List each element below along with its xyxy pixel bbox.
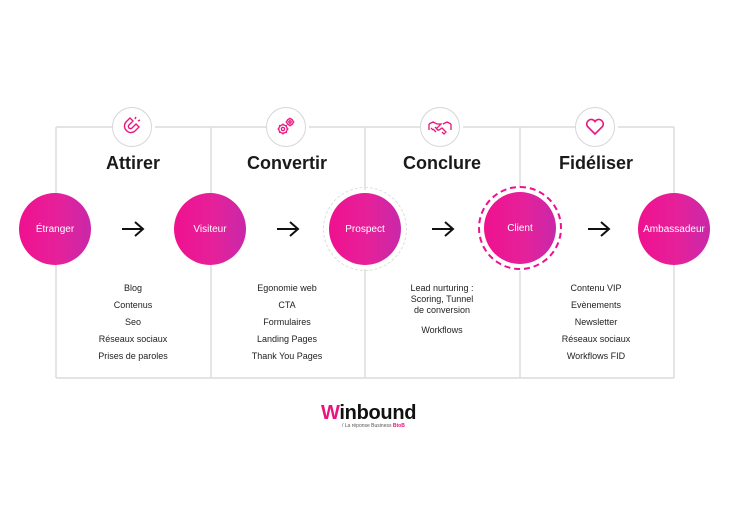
stage-title-fideliser: Fidéliser [558,153,634,173]
list-fideliser: Contenu VIP Evènements Newsletter Réseau… [521,280,671,365]
list-item: Egonomie web [257,283,317,293]
list-item: Scoring, Tunnel [410,294,474,304]
list-item: Seo [124,317,141,327]
list-item: Réseaux sociaux [561,334,631,344]
node-etranger: Étranger [19,193,91,265]
arrow-right-icon [432,221,455,237]
node-label: Client [507,222,533,234]
node-label: Ambassadeur [643,223,705,235]
list-conclure: Lead nurturing : Scoring, Tunnel de conv… [367,283,517,336]
list-item: Contenus [113,300,153,310]
list-item: Formulaires [263,317,311,327]
list-attirer: Blog Contenus Seo Réseaux sociaux Prises… [58,280,208,365]
tagline-accent: BtoB [392,423,405,429]
list-item: Contenu VIP [570,283,622,293]
arrow-right-icon [588,221,611,237]
node-prospect: Prospect [329,193,401,265]
heart-icon [575,107,615,147]
stage-title-convertir: Convertir [246,153,327,173]
node-visiteur: Visiteur [174,193,246,265]
list-item: Landing Pages [256,334,318,344]
arrow-right-icon [122,221,145,237]
client-outer-ring [478,186,562,270]
list-item: Newsletter [574,317,618,327]
gears-icon [266,107,306,147]
node-label: Visiteur [193,223,227,235]
stage-title-conclure: Conclure [402,153,481,173]
list-item: Lead nurturing : [410,283,474,293]
node-ambassadeur: Ambassadeur [638,193,710,265]
list-item: Réseaux sociaux [98,334,168,344]
list-item: Blog [123,283,142,293]
prospect-outer-ring [323,187,407,271]
list-item: Prises de paroles [98,351,168,361]
magnet-icon [112,107,152,147]
stage-title-attirer: Attirer [105,153,160,173]
node-client: Client [484,192,556,264]
winbound-logo: Winbound / La réponse Business BtoB [311,402,431,434]
list-item: Evènements [570,300,622,310]
handshake-icon [420,107,460,147]
list-item: de conversion [413,305,471,315]
node-label: Étranger [35,223,75,235]
arrow-right-icon [277,221,300,237]
logo-tagline: / La réponse Business BtoB [342,423,405,429]
logo-brand-rest: inbound [339,402,417,424]
logo-wordmark: Winbound [321,402,416,425]
list-item: Workflows [421,325,463,335]
tagline-text: / La réponse Business [342,423,392,429]
node-label: Prospect [345,223,385,235]
list-item: CTA [278,300,296,310]
list-item: Workflows FID [566,351,626,361]
list-item: Thank You Pages [251,351,323,361]
list-convertir: Egonomie web CTA Formulaires Landing Pag… [212,280,362,365]
logo-w-letter: W [321,402,340,424]
